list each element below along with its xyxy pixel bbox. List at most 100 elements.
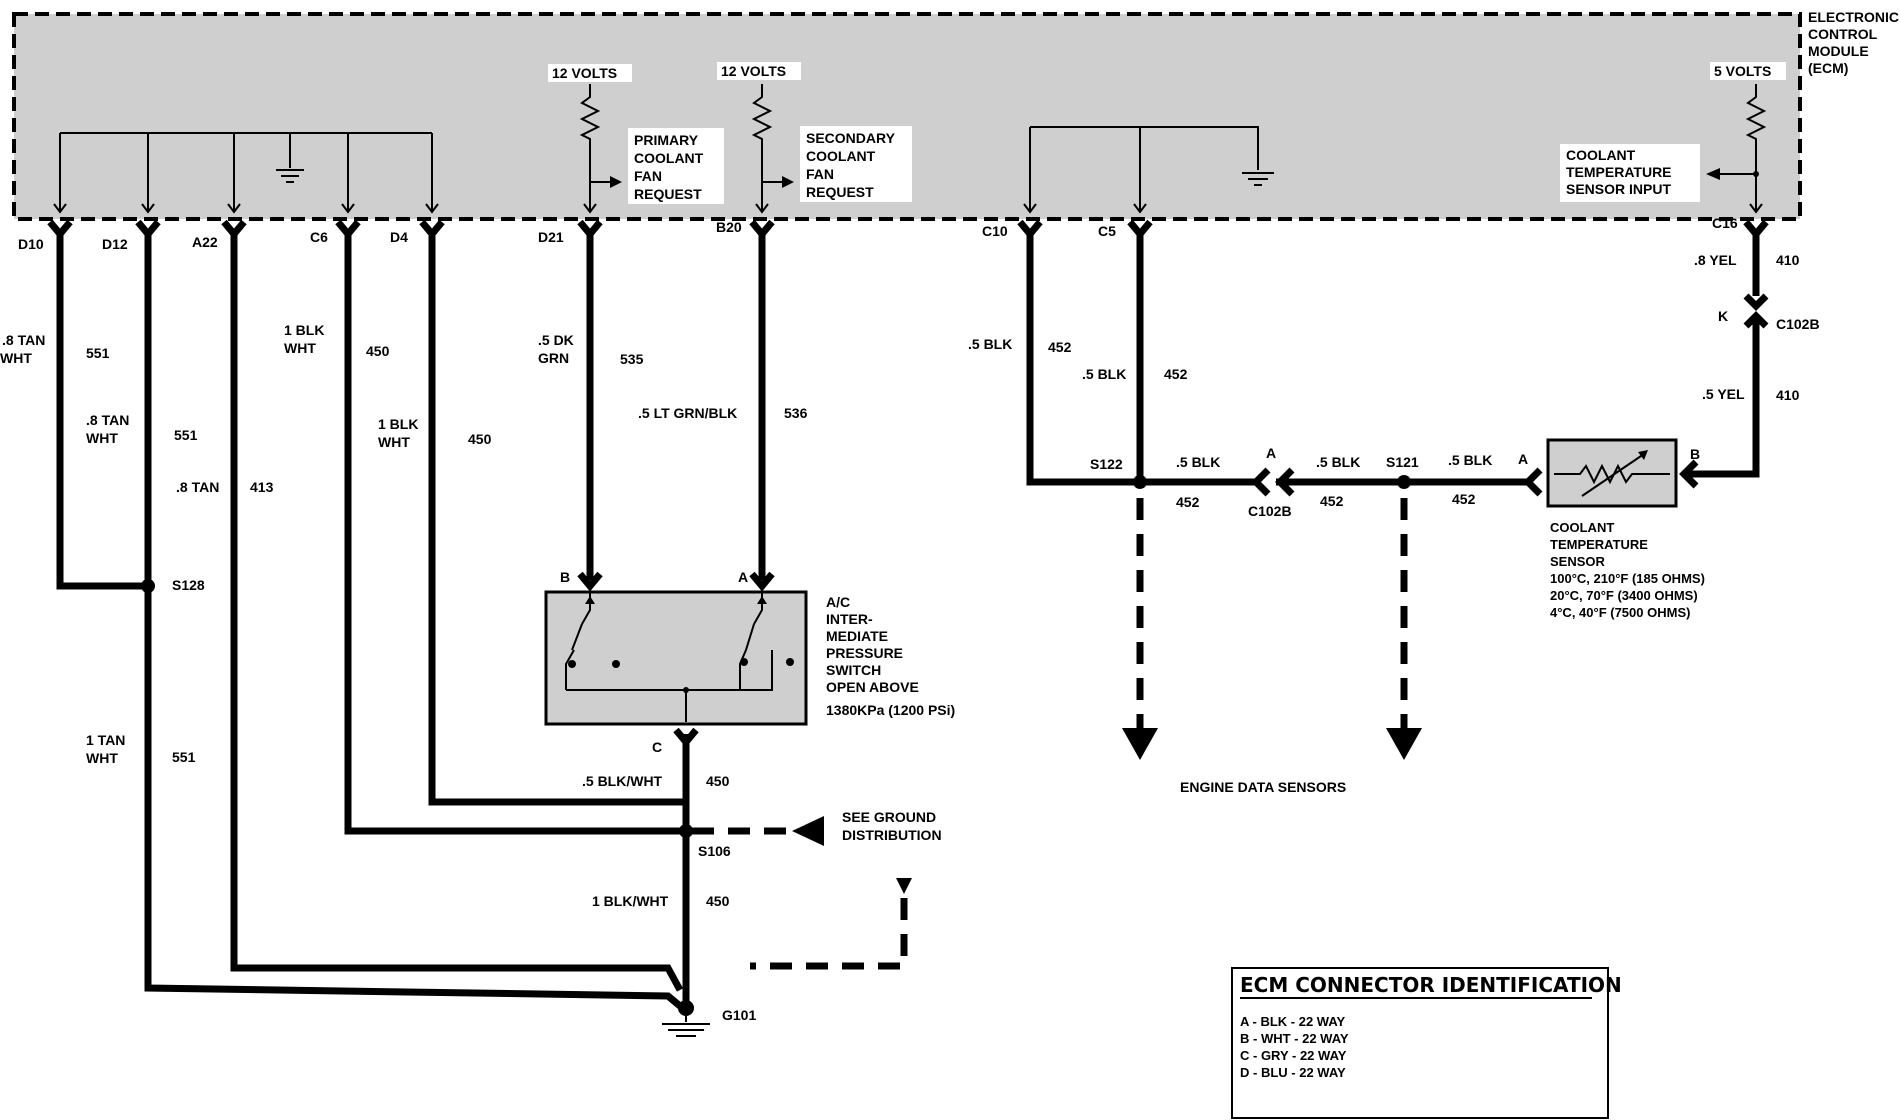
c102b-bottom-label: C102B: [1248, 503, 1292, 519]
s121-label: S121: [1386, 454, 1419, 470]
wire-d12-s128-g101: [144, 234, 683, 1009]
ecm-connector-identification: ECM CONNECTOR IDENTIFICATION A - BLK - 2…: [1231, 967, 1622, 1119]
s128-splice: [141, 579, 155, 593]
ident-title: ECM CONNECTOR IDENTIFICATION: [1240, 973, 1622, 997]
sensor-label: TEMPERATURE: [1550, 537, 1648, 552]
primary-line: FAN: [634, 168, 662, 184]
pin-d12: D12: [102, 236, 128, 252]
k-sensor-circuit: 410: [1776, 387, 1800, 403]
s106-label: S106: [698, 843, 731, 859]
switch-label: OPEN ABOVE: [826, 679, 919, 695]
see-ground-distribution: SEE GROUND DISTRIBUTION: [692, 809, 942, 846]
cts-input-line: TEMPERATURE: [1566, 164, 1672, 180]
see-ground-line: SEE GROUND: [842, 809, 936, 825]
d4-circuit: 450: [468, 431, 492, 447]
switch-label: INTER-: [826, 611, 873, 627]
d12-color: .8 TAN: [86, 412, 129, 428]
volt-12-label-a: 12 VOLTS: [552, 65, 617, 81]
wire-d10: [56, 234, 148, 590]
pin-d4: D4: [390, 229, 408, 245]
c102b-top-label: C102B: [1776, 316, 1820, 332]
ecm-pin-arrows: [53, 203, 1763, 214]
d21-color: GRN: [538, 350, 569, 366]
c5-color: .5 BLK: [1082, 366, 1126, 382]
sensor-pin-b: B: [1690, 446, 1700, 462]
s128-down-color: WHT: [86, 750, 118, 766]
d21-circuit: 535: [620, 351, 644, 367]
b20-circuit: 536: [784, 405, 808, 421]
ground-continuation: [750, 878, 912, 970]
s122-label: S122: [1090, 456, 1123, 472]
ecm-name-line: ELECTRONIC: [1808, 9, 1899, 25]
d12-circuit: 551: [174, 427, 198, 443]
k-pin: K: [1718, 308, 1728, 324]
c6-color: WHT: [284, 340, 316, 356]
s121-sensor-color: .5 BLK: [1448, 452, 1492, 468]
switch-pin-b: B: [560, 569, 570, 585]
c6-color: 1 BLK: [284, 322, 324, 338]
k-sensor-color: .5 YEL: [1702, 386, 1745, 402]
s121-sensor-circuit: 452: [1452, 491, 1476, 507]
sensor-label: 4°C, 40°F (7500 OHMS): [1550, 605, 1690, 620]
sensor-label: 20°C, 70°F (3400 OHMS): [1550, 588, 1698, 603]
engine-data-sensors-label: ENGINE DATA SENSORS: [1180, 779, 1346, 795]
cts-input-line: COOLANT: [1566, 147, 1636, 163]
sensor-label: 100°C, 210°F (185 OHMS): [1550, 571, 1705, 586]
c102b-pin-a: A: [1266, 445, 1276, 461]
c102b-s121-circuit: 452: [1320, 493, 1344, 509]
s128-down-color: 1 TAN: [86, 732, 125, 748]
a22-circuit: 413: [250, 479, 274, 495]
right-wire-labels: .5 BLK 452 .5 BLK 452 S122 .5 BLK 452 A …: [968, 252, 1820, 795]
pin-d10: D10: [18, 236, 44, 252]
s128-label: S128: [172, 577, 205, 593]
s106-g101-circuit: 450: [706, 893, 730, 909]
sensor-label: SENSOR: [1550, 554, 1606, 569]
c-s106-circuit: 450: [706, 773, 730, 789]
pin-c10: C10: [982, 223, 1008, 239]
switch-label: MEDIATE: [826, 628, 888, 644]
wire-c6: [344, 234, 686, 835]
g101-ground: G101: [662, 1000, 756, 1037]
ident-row: B - WHT - 22 WAY: [1240, 1031, 1349, 1046]
primary-line: REQUEST: [634, 186, 702, 202]
voltage-labels: 12 VOLTS 12 VOLTS 5 VOLTS: [548, 62, 1786, 82]
sensor-pin-a: A: [1518, 451, 1528, 467]
ecm-name-line: MODULE: [1808, 43, 1869, 59]
ident-row: D - BLU - 22 WAY: [1240, 1065, 1346, 1080]
b20-color: .5 LT GRN/BLK: [638, 405, 737, 421]
d10-color: .8 TAN: [2, 332, 45, 348]
sensor-label: COOLANT: [1550, 520, 1614, 535]
switch-pin-a: A: [738, 569, 748, 585]
pin-c16: C16: [1712, 215, 1738, 231]
pin-b20: B20: [716, 219, 742, 235]
right-wires: [1026, 234, 1769, 760]
left-wires: [56, 234, 766, 1009]
primary-line: COOLANT: [634, 150, 704, 166]
see-ground-line: DISTRIBUTION: [842, 827, 942, 843]
s128-down-circuit: 551: [172, 749, 196, 765]
ecm-name-line: (ECM): [1808, 60, 1848, 76]
s106-splice: [679, 824, 693, 838]
d4-color: 1 BLK: [378, 416, 418, 432]
c6-circuit: 450: [366, 343, 390, 359]
coolant-temp-sensor: [1546, 438, 1678, 508]
g101-label: G101: [722, 1007, 756, 1023]
pin-d21: D21: [538, 229, 564, 245]
c16-color: .8 YEL: [1694, 252, 1737, 268]
secondary-line: COOLANT: [806, 148, 876, 164]
